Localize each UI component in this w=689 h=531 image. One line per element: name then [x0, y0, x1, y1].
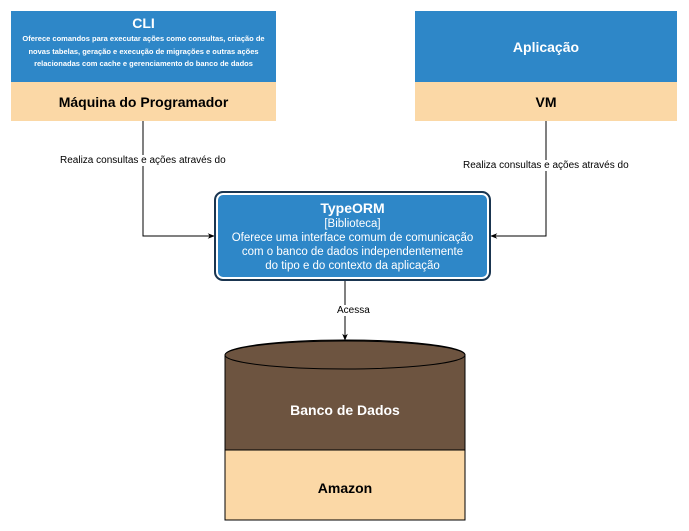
database-title: Banco de Dados	[290, 402, 400, 418]
typeorm-component: TypeORM [Biblioteca] Oferece uma interfa…	[214, 191, 491, 281]
typeorm-kind: [Biblioteca]	[324, 218, 381, 230]
app-host-label: VM	[535, 93, 557, 110]
app-container: Aplicação	[415, 11, 677, 82]
cli-title: CLI	[132, 15, 155, 31]
cli-host-node: Máquina do Programador	[11, 82, 276, 121]
cli-host-label: Máquina do Programador	[58, 93, 229, 110]
app-title: Aplicação	[512, 38, 580, 55]
database-top	[224, 340, 466, 370]
typeorm-desc-line-2: com o banco de dados independentemente	[241, 246, 464, 258]
edge-label-orm-to-db: Acessa	[336, 305, 371, 316]
cli-container: CLI Oferece comandos para executar ações…	[11, 11, 276, 82]
cli-description: Oferece comandos para executar ações com…	[22, 34, 265, 68]
typeorm-desc-line-1: Oferece uma interface comum de comunicaç…	[231, 232, 474, 244]
edge-label-app-to-orm: Realiza consultas e ações através do	[462, 160, 630, 171]
typeorm-title: TypeORM	[320, 200, 385, 216]
edge-label-cli-to-orm: Realiza consultas e ações através do	[59, 155, 227, 166]
app-host-node: VM	[415, 82, 677, 121]
edge-app-to-orm	[490, 121, 547, 239]
database-host-label: Amazon	[317, 480, 373, 496]
typeorm-desc-line-3: do tipo e do contexto da aplicação	[265, 260, 440, 272]
database-host-area	[224, 449, 466, 521]
